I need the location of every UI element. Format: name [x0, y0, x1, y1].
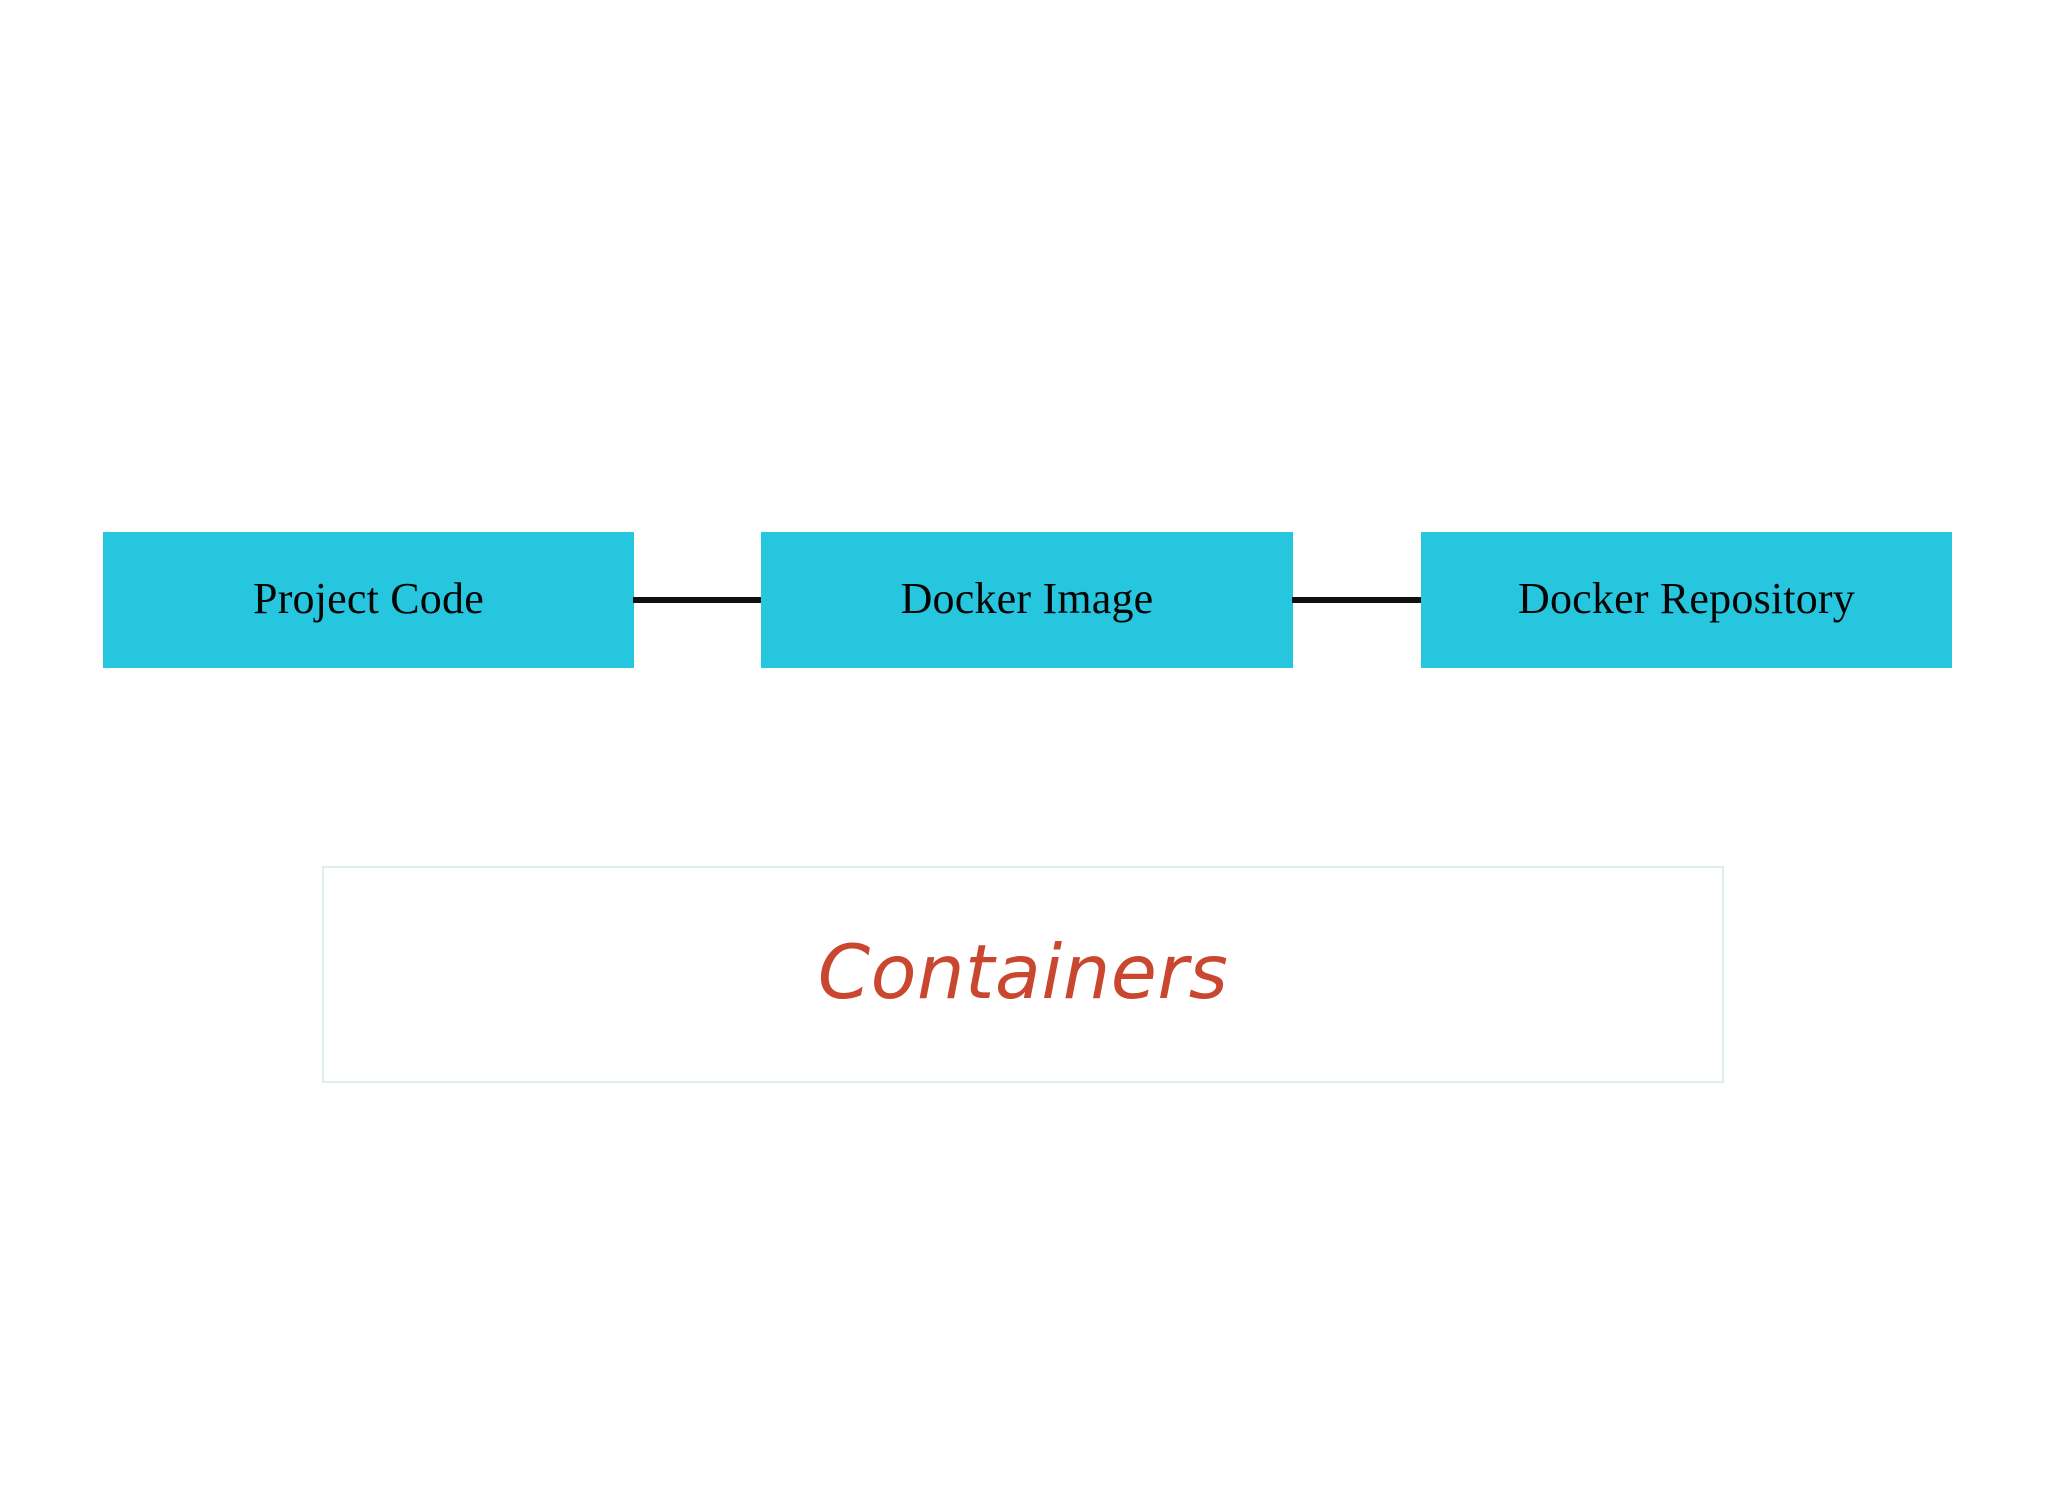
node-docker-image[interactable]: Docker Image	[761, 532, 1293, 668]
connector-docker-image-to-docker-repository	[1292, 597, 1422, 603]
containers-caption-label: Containers	[817, 928, 1229, 1016]
node-docker-repository[interactable]: Docker Repository	[1421, 532, 1952, 668]
containers-caption-panel: Containers	[322, 866, 1724, 1083]
node-project-code[interactable]: Project Code	[103, 532, 634, 668]
node-project-code-label: Project Code	[253, 574, 484, 623]
node-docker-image-label: Docker Image	[900, 574, 1154, 623]
connector-project-code-to-docker-image	[633, 597, 763, 603]
node-docker-repository-label: Docker Repository	[1518, 574, 1855, 623]
